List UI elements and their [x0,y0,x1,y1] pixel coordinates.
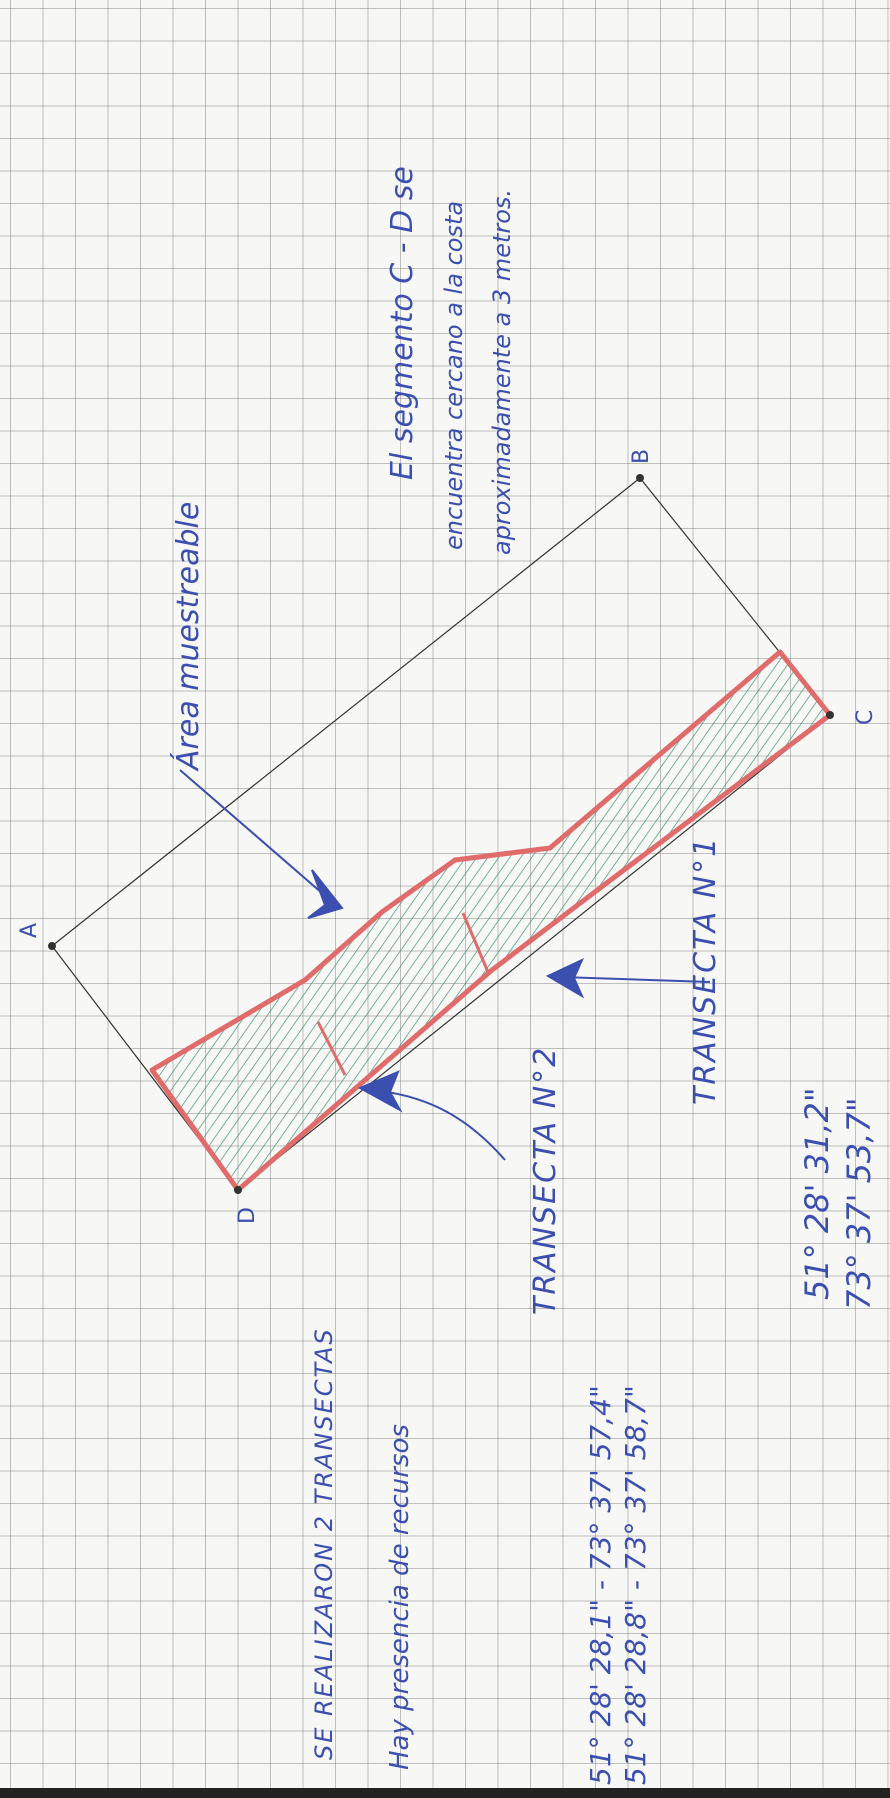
transect-2-coords-line1: 51° 28' 28,1" - 73° 37' 57,4" [584,1385,617,1785]
scan-bottom-edge [0,1788,890,1798]
transect-1-coords-lon: 73° 37' 53,7" [840,1097,878,1310]
point-a-label: A [17,923,42,938]
transect-1-arrow [545,957,711,999]
point-c-marker [826,711,834,719]
segment-note-line2: encuentra cercano a la costa [440,201,468,550]
segment-note-line1: El segmento C - D se [385,166,420,480]
transect-2-label: TRANSECTA N°2 [528,1046,563,1315]
point-c-label: C [853,710,878,725]
transect-1-coords-lat: 51° 28' 31,2" [798,1087,836,1300]
sampleable-area-polygon [149,649,833,1193]
point-d-marker [234,1186,242,1194]
transect-2-coords-line2: 51° 28' 28,8" - 73° 37' 58,7" [619,1385,652,1785]
area-arrow [179,769,344,919]
presence-note: Hay presencia de recursos [385,1424,415,1770]
point-b-marker [636,474,644,482]
point-a-marker [48,942,56,950]
area-label: Área muestreable [170,502,206,772]
point-b-label: B [629,449,654,464]
point-d-label: D [235,1207,260,1224]
transects-done-note: SE REALIZARON 2 TRANSECTAS [310,1327,338,1760]
transect-1-mark [461,912,490,973]
segment-note-line3: aproximadamente a 3 metros. [488,189,516,555]
transect-1-label: TRANSECTA N°1 [688,836,723,1105]
transect-2-mark [316,1021,347,1076]
transect-2-arrow [357,1070,506,1161]
